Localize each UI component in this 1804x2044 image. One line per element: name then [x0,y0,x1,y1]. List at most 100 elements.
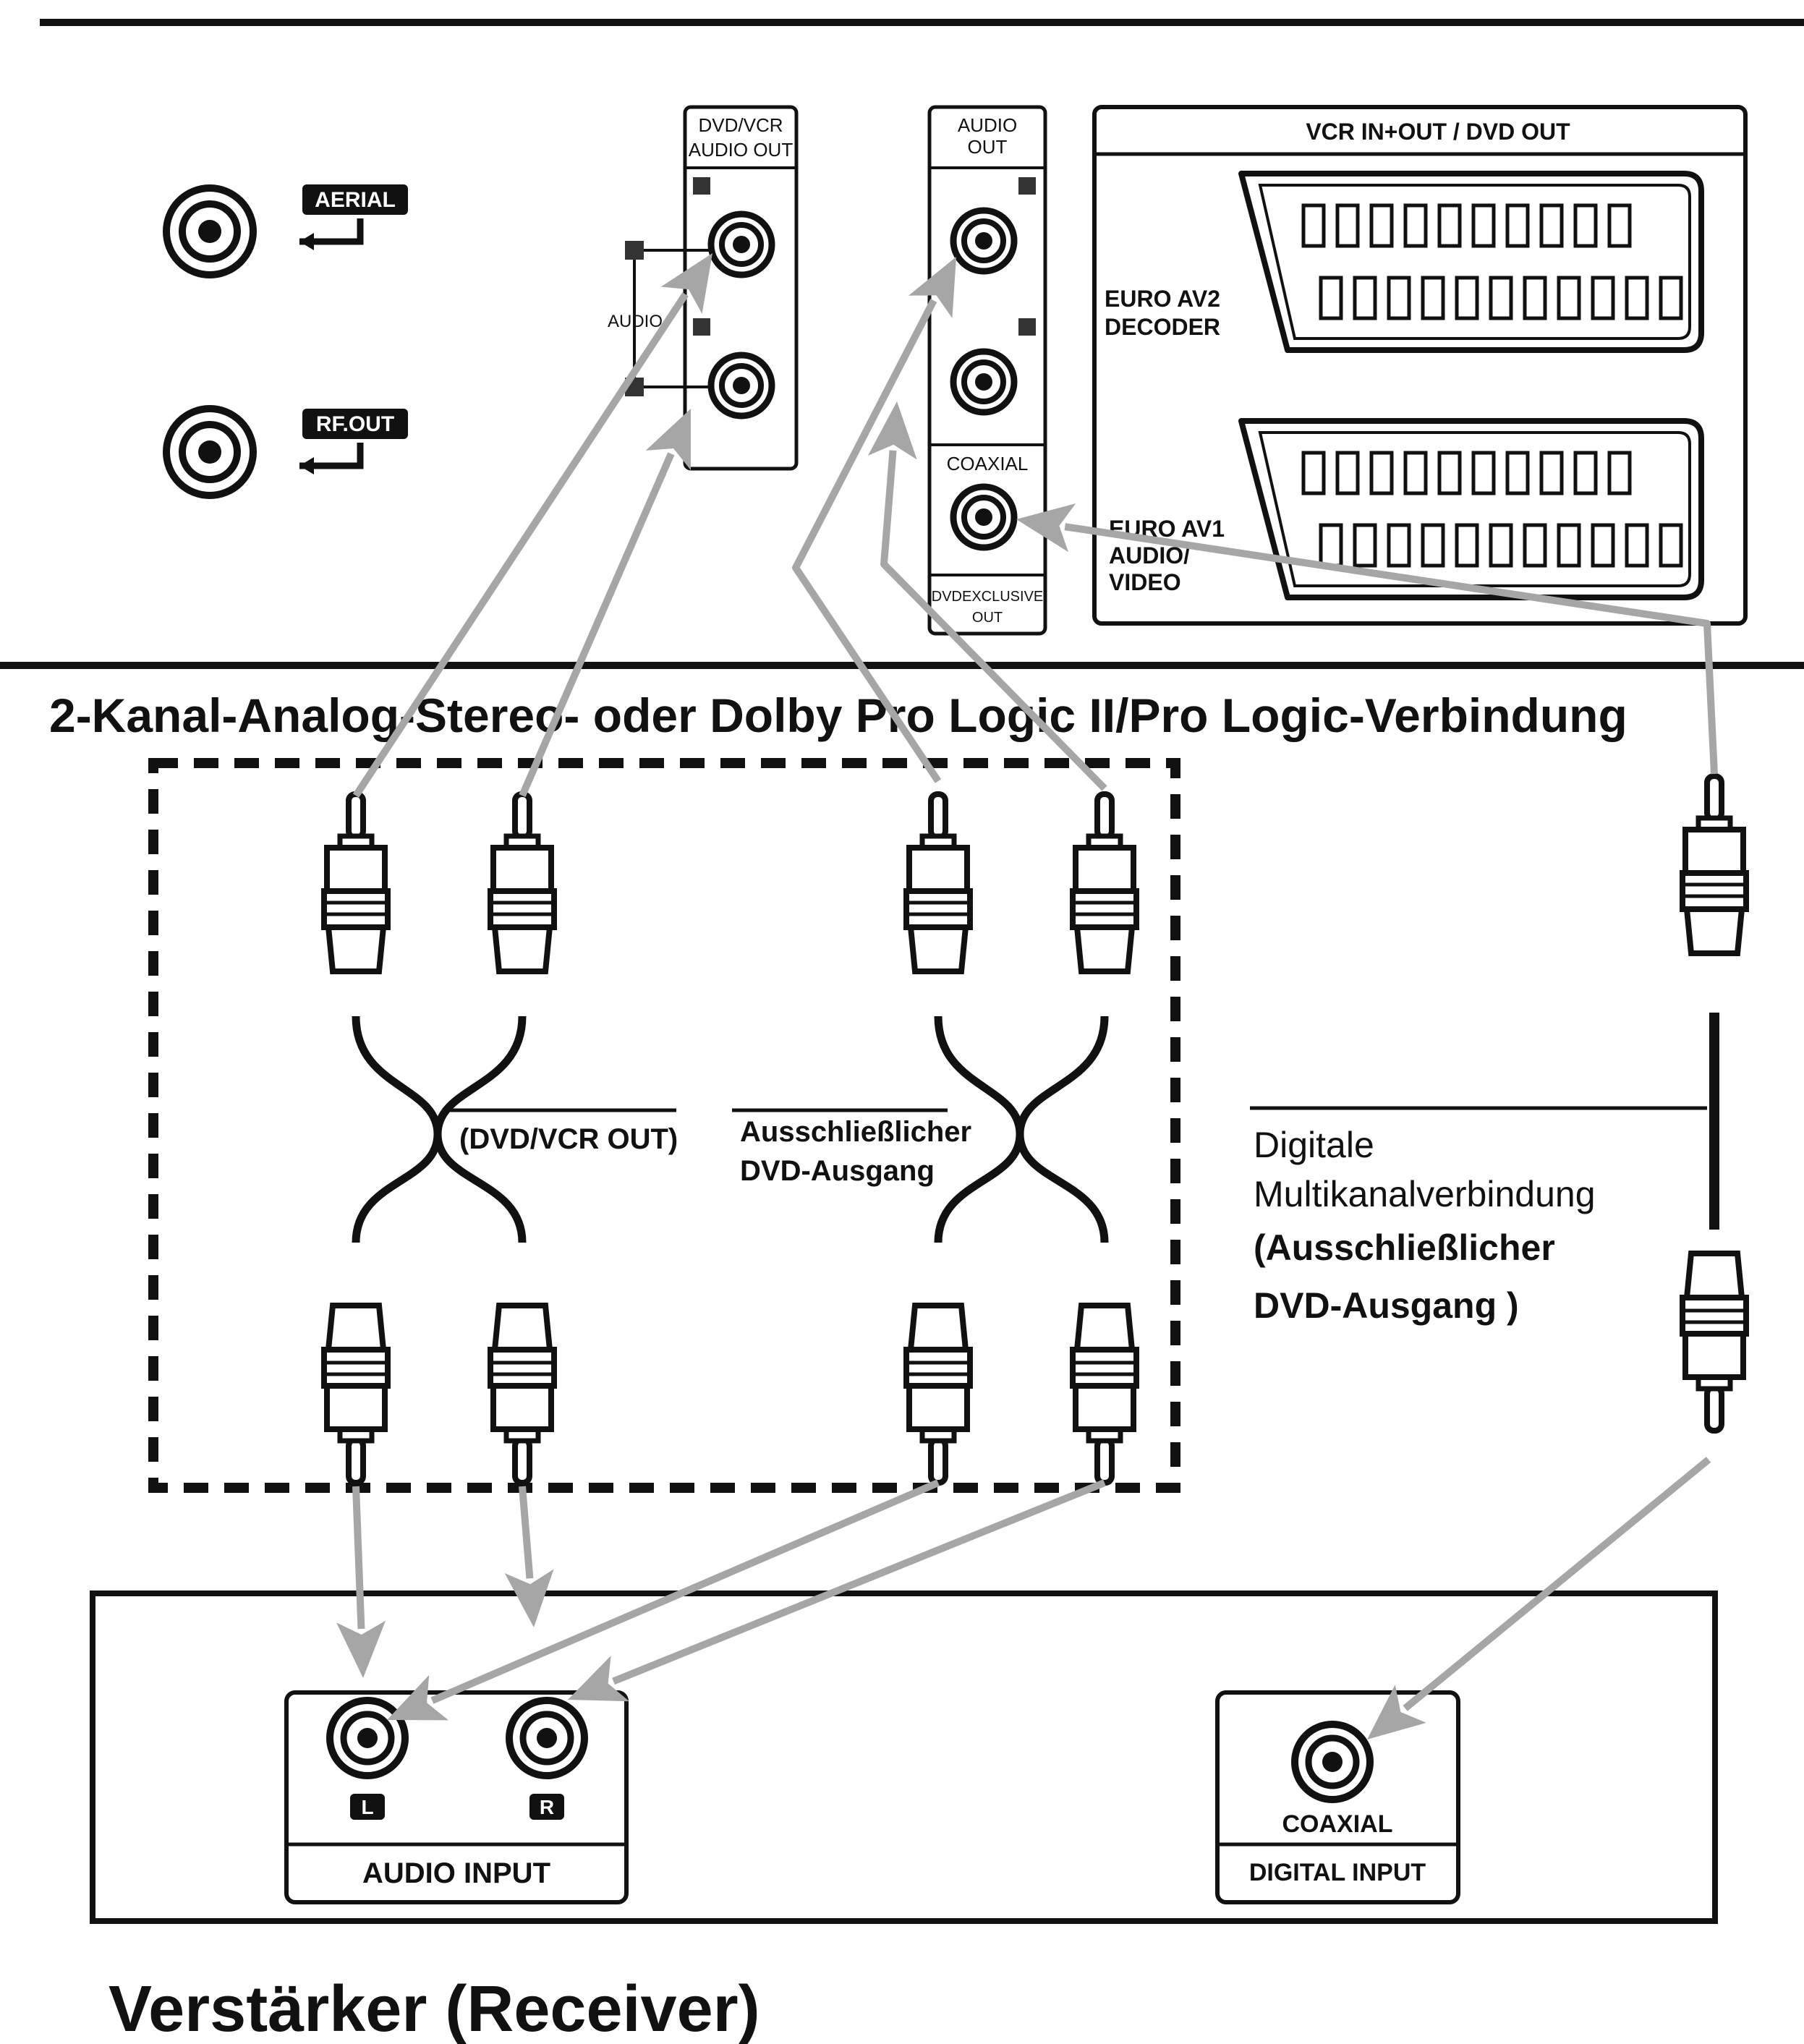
rca-plug-top-2 [490,794,554,971]
scart-pin [1591,276,1615,320]
rca-plug-bottom-1 [324,1306,388,1483]
aerial-label: AERIAL [315,188,396,212]
audio-input-jack-r [506,1697,588,1779]
digital-input-coaxial-jack [1291,1721,1374,1803]
section-divider [0,662,1804,669]
rca-plug-top-4 [1073,794,1136,971]
scart-pin [1557,523,1581,568]
scart-pin [1455,276,1479,320]
aerial-badge [302,184,408,215]
euro-av1-label-3: VIDEO [1109,569,1181,595]
dvdvcr-audio-out-label-1: DVD/VCR [698,114,783,136]
audio-out-jack-l [953,210,1014,271]
euro-av2-label-1: EURO AV2 [1105,286,1220,312]
rca-plug-bottom-3 [906,1306,970,1483]
scart-pin [1539,451,1564,495]
rf-out-jack [163,405,257,499]
scart-pin [1319,276,1343,320]
scart-pin [1607,451,1632,495]
scart-pin [1591,523,1615,568]
rf-out-arrow-icon [299,443,360,474]
digital-input-label: DIGITAL INPUT [1249,1859,1426,1886]
scart-pin [1659,276,1683,320]
scart-pin [1625,276,1649,320]
arrow-exclusive-r-to-receiver [568,1479,1106,1702]
scart-pin [1353,276,1377,320]
scart-pin [1369,451,1394,495]
scart-pin [1471,451,1496,495]
scart-pin [1471,203,1496,248]
scart-pin [1505,203,1530,248]
scart-pin [1523,523,1547,568]
digital-label-3: (Ausschließlicher [1254,1227,1555,1268]
scart-pin [1421,276,1445,320]
aerial-arrow-icon [299,218,360,250]
digital-label-2: Multikanalverbindung [1254,1174,1596,1214]
scart-pin [1573,451,1598,495]
dvdvcr-audio-out-jack-r [711,355,772,416]
scart-pin [1301,203,1326,248]
rca-plug-top-3 [906,794,970,971]
coaxial-out-label: COAXIAL [947,453,1029,474]
left-badge [350,1794,385,1820]
scart-pin [1557,276,1581,320]
scart-pin [1437,203,1462,248]
section-title: 2-Kanal-Analog-Stereo- oder Dolby Pro Lo… [49,689,1628,742]
right-label: R [540,1796,554,1818]
arrow-exclusive-r-to-player [867,401,1107,791]
scart-pin [1369,203,1394,248]
arrow-coaxial-to-player [1016,503,1718,775]
euro-av2-scart-connector [1238,171,1704,353]
indicator-square [693,318,710,336]
scart-pin [1607,203,1632,248]
scart-pin [1437,451,1462,495]
scart-pin [1523,276,1547,320]
audio-side-label: AUDIO [608,312,663,331]
scart-pin [1489,276,1513,320]
scart-pin [1335,451,1360,495]
connection-arrows [336,253,1718,1739]
scart-pin [1353,523,1377,568]
dvdvcr-audio-out-label-2: AUDIO OUT [689,139,793,161]
rca-plug-bottom-4 [1073,1306,1136,1483]
scart-pin [1489,523,1513,568]
dvd-exclusive-out-label-2: OUT [972,610,1003,626]
audio-input-label: AUDIO INPUT [362,1857,550,1889]
scart-pin [1625,523,1649,568]
dvdvcr-out-cable [352,1015,527,1243]
rca-plug-top-1 [324,794,388,971]
scart-pin [1319,523,1343,568]
dvdvcr-out-cable-label: (DVD/VCR OUT) [459,1123,678,1155]
coaxial-plug-bottom [1682,1253,1746,1431]
rf-out-badge [302,409,408,439]
rca-plug-bottom-2 [490,1306,554,1483]
dvd-exclusive-out-label-1: DVDEXCLUSIVE [932,589,1044,605]
digital-label-4: DVD-Ausgang ) [1254,1285,1519,1326]
euro-av2-label-2: DECODER [1105,314,1220,340]
indicator-square [1018,318,1036,336]
arrow-exclusive-l-to-player [792,257,956,783]
arrow-dvdvcr-r-to-receiver [504,1486,554,1627]
coaxial-plug-top [1682,776,1746,953]
scart-pin [1403,203,1428,248]
digital-label-1: Digitale [1254,1125,1374,1165]
scart-pin [1455,523,1479,568]
scart-pin [1387,523,1411,568]
left-label: L [361,1796,373,1818]
arrow-dvdvcr-l-to-receiver [336,1486,386,1678]
audio-input-jack-l [326,1697,409,1779]
scart-pin [1659,523,1683,568]
scart-header-label: VCR IN+OUT / DVD OUT [1306,119,1570,145]
arrow-coaxial-to-receiver [1367,1457,1711,1739]
scart-pin [1335,203,1360,248]
scart-pin [1573,203,1598,248]
aerial-jack [163,184,257,278]
arrow-dvdvcr-r-to-player [519,409,692,797]
scart-pin [1403,451,1428,495]
scart-pin [1539,203,1564,248]
exclusive-out-cable [934,1015,1109,1243]
indicator-square [1018,177,1036,195]
arrow-exclusive-l-to-receiver [387,1479,940,1721]
right-badge [529,1794,564,1820]
